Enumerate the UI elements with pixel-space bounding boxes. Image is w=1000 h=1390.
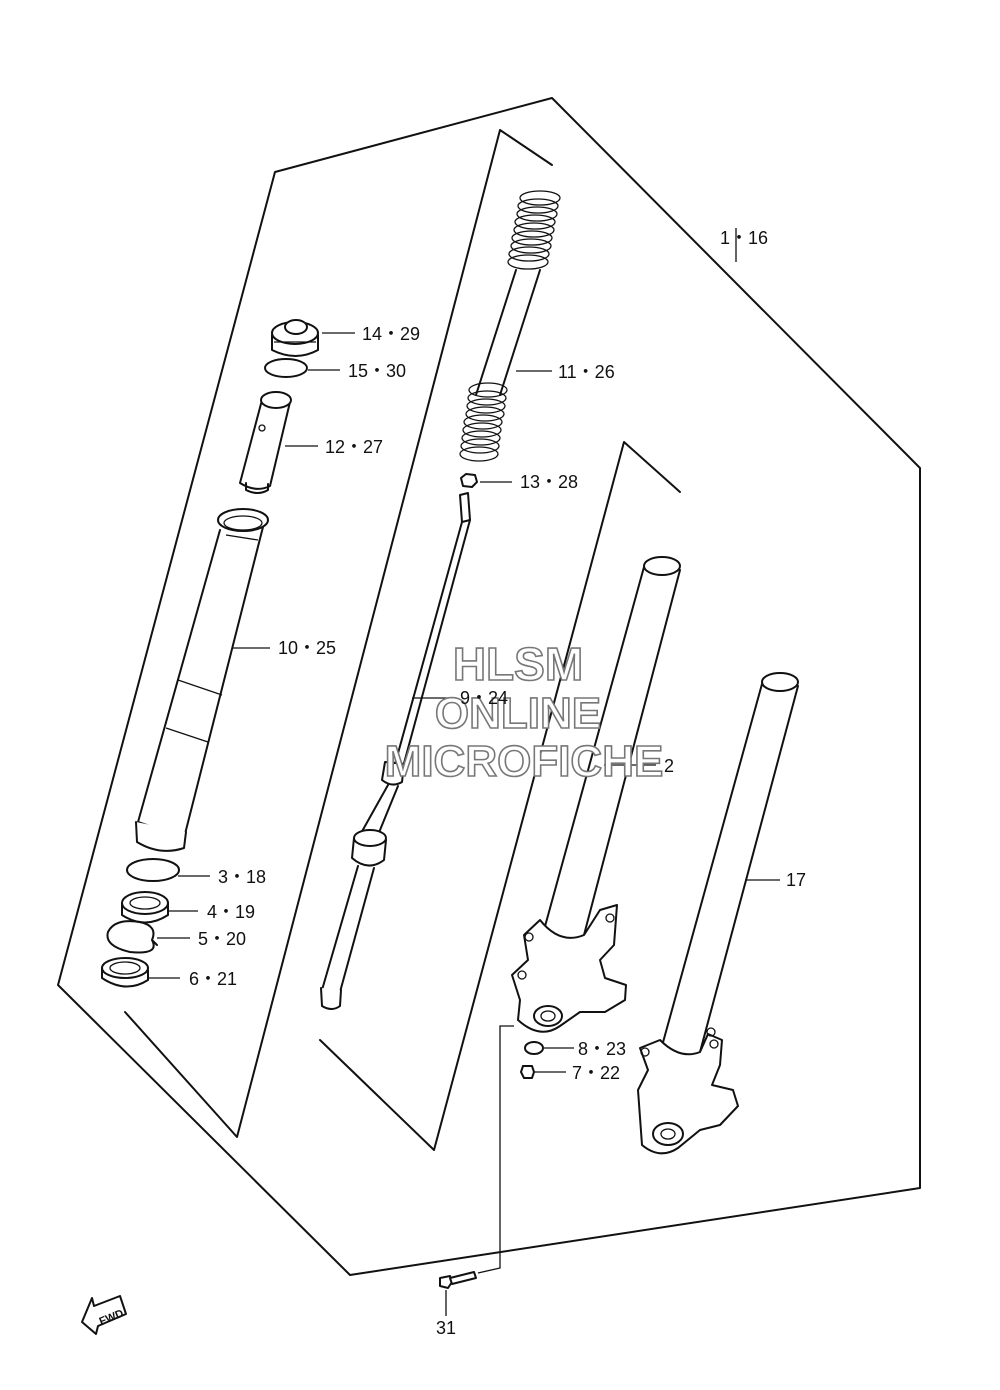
inner-outline-middle: [319, 441, 681, 1151]
assembly-outline: [57, 97, 921, 1276]
watermark-line-2: ONLINE: [435, 689, 601, 738]
label-1-16: 1・16: [720, 228, 768, 248]
watermark-line-3: MICROFICHE: [385, 737, 664, 786]
gasket-part: [524, 1041, 544, 1055]
fork-spring-part: [459, 190, 561, 462]
label-11-26: 11・26: [558, 362, 615, 382]
label-31: 31: [436, 1318, 456, 1338]
o-ring-part: [264, 358, 308, 378]
label-5-20: 5・20: [198, 929, 246, 949]
label-8-23: 8・23: [578, 1039, 626, 1059]
oil-seal-part: [121, 891, 169, 924]
slide-bush-part: [126, 858, 180, 882]
inner-outline-left: [124, 129, 553, 1138]
lock-nut-part: [460, 473, 478, 488]
leader-lines: [148, 228, 780, 1316]
label-6-21: 6・21: [189, 969, 237, 989]
dust-seal-part: [101, 957, 149, 988]
outer-tube-part: [135, 508, 269, 852]
part-labels: 1・16 14・29 15・30 12・27 11・26 13・28 10・25…: [189, 228, 806, 1338]
label-2: 2: [664, 756, 674, 776]
label-15-30: 15・30: [348, 361, 406, 381]
label-12-27: 12・27: [325, 437, 383, 457]
label-3-18: 3・18: [218, 867, 266, 887]
inner-tube-other-part: [637, 672, 799, 1155]
label-10-25: 10・25: [278, 638, 336, 658]
damper-rod-part: [320, 492, 471, 1010]
watermark: HLSM ONLINE MICROFICHE: [384, 637, 664, 787]
axle-bolt-part: [439, 1271, 477, 1289]
label-13-28: 13・28: [520, 472, 578, 492]
label-9-24: 9・24: [460, 688, 508, 708]
inner-tube-part: [511, 556, 681, 1033]
stopper-ring-part: [106, 920, 158, 954]
drain-bolt-part: [520, 1065, 535, 1079]
label-7-22: 7・22: [572, 1063, 620, 1083]
label-14-29: 14・29: [362, 324, 420, 344]
spacer-part: [239, 391, 292, 494]
fwd-arrow-icon: FWD: [81, 1295, 127, 1335]
watermark-line-1: HLSM: [453, 638, 583, 690]
label-17: 17: [786, 870, 806, 890]
label-4-19: 4・19: [207, 902, 255, 922]
cap-bolt-part: [271, 319, 319, 357]
